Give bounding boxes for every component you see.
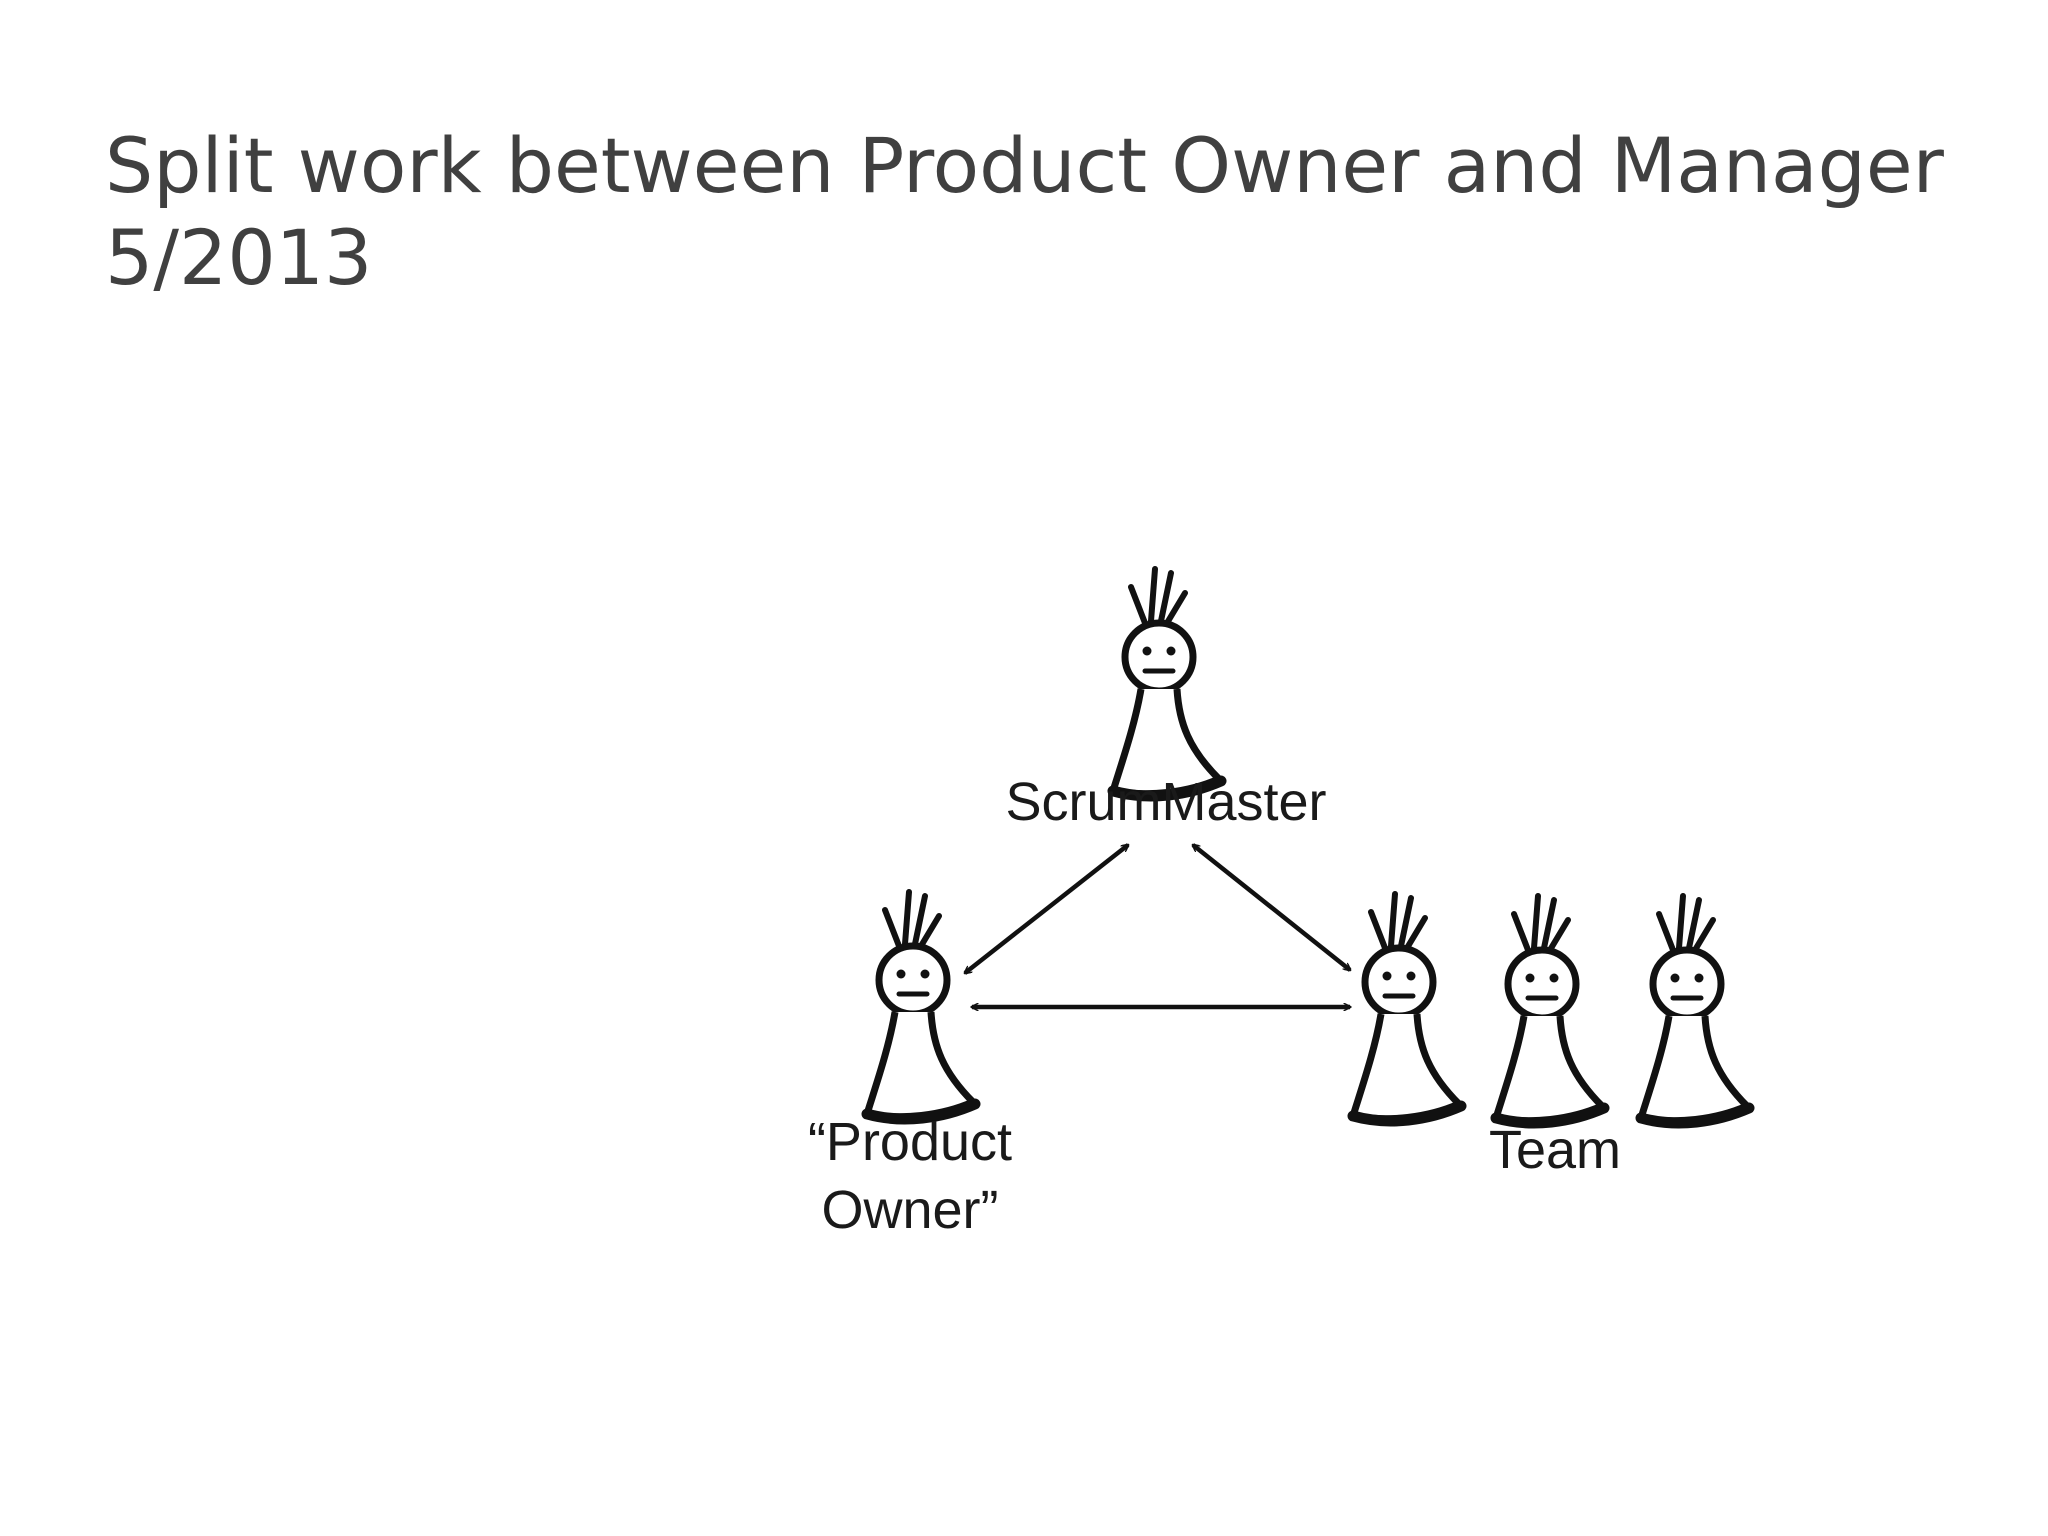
slide-title-line-1: Split work between Product Owner and Man… [105, 121, 1944, 210]
team-member-figure-icon [1641, 896, 1749, 1123]
arrow-scrummaster-product-owner [965, 845, 1128, 973]
team-label: Team [1489, 1120, 1621, 1180]
team-member-figure-icon [1353, 894, 1461, 1121]
product-owner-label-line-1: “Product [808, 1112, 1012, 1172]
product-owner-figure-icon [867, 892, 975, 1119]
arrow-scrummaster-team [1193, 845, 1350, 970]
slide-title-line-2: 5/2013 [105, 213, 373, 302]
scrummaster-figure-icon [1113, 569, 1221, 796]
slide-title: Split work between Product Owner and Man… [105, 120, 1944, 304]
team-member-figure-icon [1496, 896, 1604, 1123]
product-owner-label-line-2: Owner” [821, 1180, 998, 1240]
scrummaster-label: ScrumMaster [1005, 772, 1326, 832]
